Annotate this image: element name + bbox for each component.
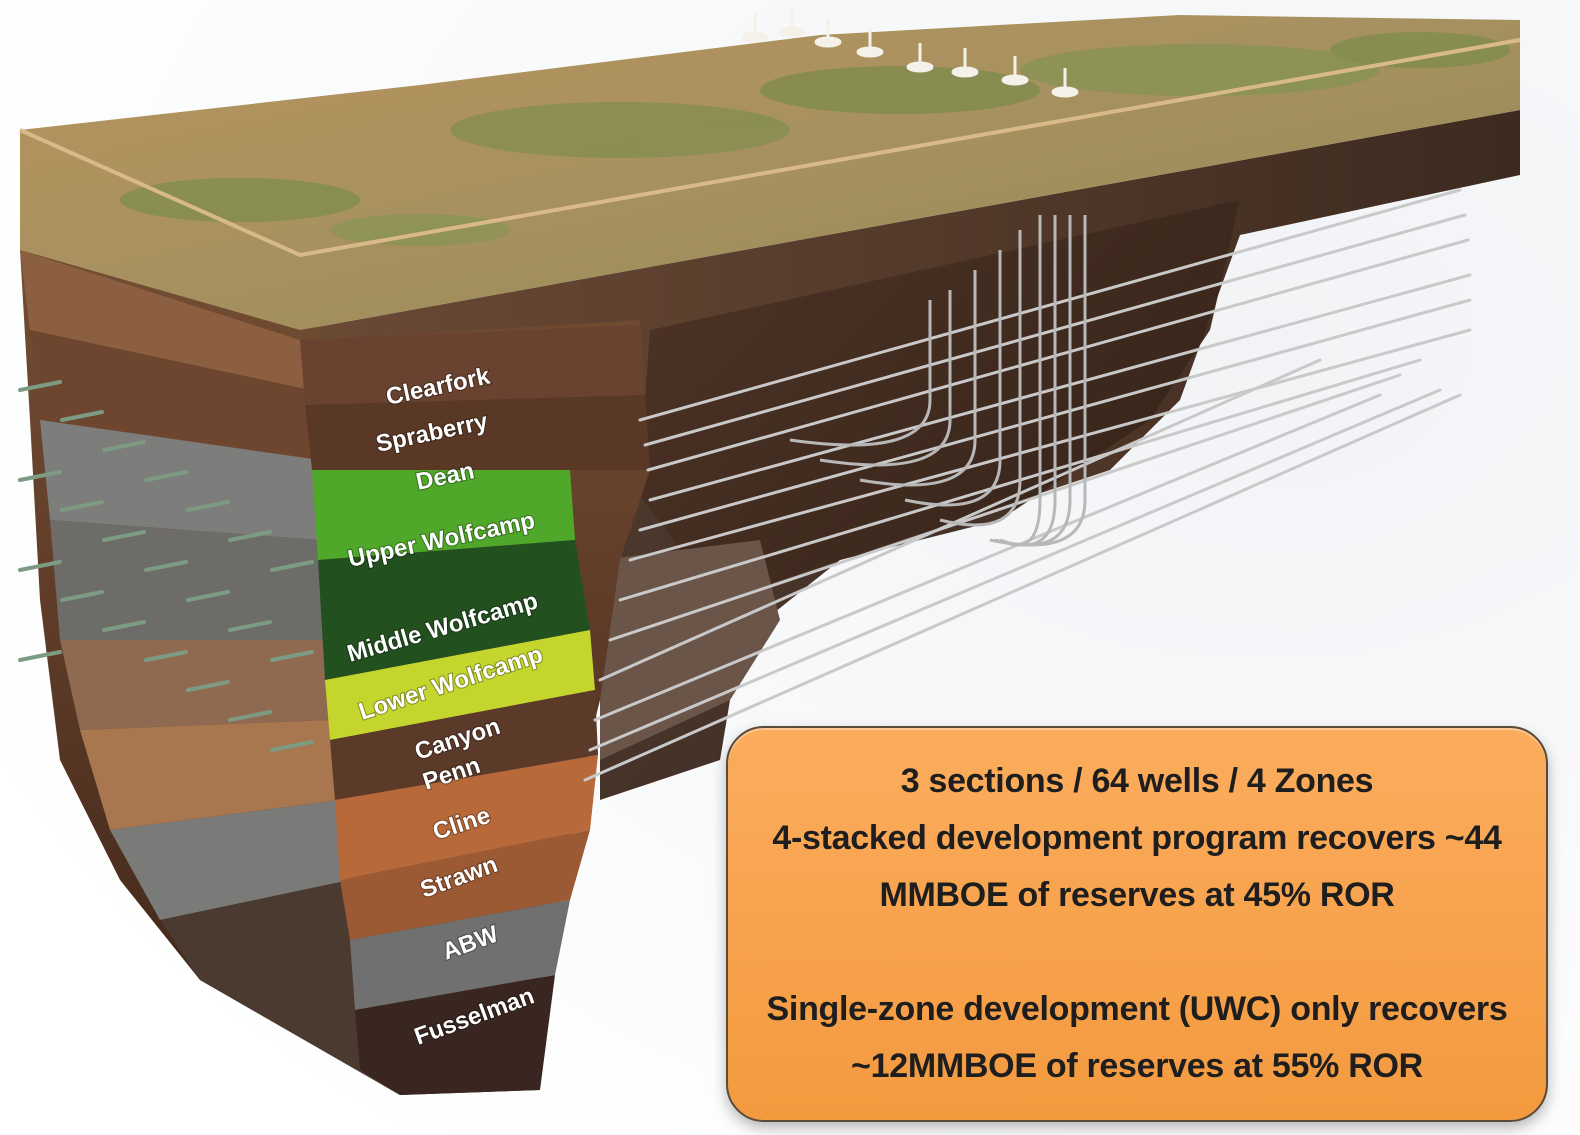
left-face-wellbore (270, 650, 314, 662)
vertical-wellbore (859, 270, 977, 487)
left-face-wellbore (18, 650, 62, 662)
left-face-wellbore (144, 560, 188, 572)
left-face-wellbore (186, 590, 230, 602)
left-face-wellbore (60, 590, 104, 602)
well-pad-base (951, 66, 979, 78)
left-face-wellbore (144, 650, 188, 662)
upper-wolfcamp-band (312, 470, 575, 560)
lower-wolfcamp-band (325, 630, 595, 740)
left-face-wellbore (228, 530, 272, 542)
lateral-wellbore (593, 393, 1382, 722)
left-face-wellbore (270, 740, 314, 752)
vegetation (120, 32, 1510, 246)
left-face-wellbore (144, 470, 188, 482)
well-pad-base (1001, 74, 1029, 86)
well-pad-base (1051, 86, 1079, 98)
lateral-wellbore (646, 238, 1470, 472)
well-pad-base (778, 26, 806, 38)
left-face-wellbore (186, 680, 230, 692)
lateral-wellbore (628, 328, 1472, 562)
left-face-wellbore (60, 410, 104, 422)
lateral-wellbore (583, 393, 1462, 782)
lateral-wellbore (648, 273, 1472, 502)
vertical-wellbore (789, 300, 932, 447)
callout-line-4: Single-zone development (UWC) only recov… (766, 990, 1508, 1028)
well-pad-base (906, 61, 934, 73)
strata-front (300, 325, 650, 1095)
lateral-wellbore (588, 388, 1442, 752)
lateral-wellbore (638, 188, 1462, 422)
left-face-wellbore (18, 560, 62, 572)
vertical-wellbore (989, 215, 1087, 547)
left-face-wellbore (270, 560, 314, 572)
lateral-wellbore (598, 358, 1322, 682)
callout-line-3: MMBOE of reserves at 45% ROR (879, 876, 1395, 914)
left-face-wellbore (228, 620, 272, 632)
left-face-wellbore (186, 500, 230, 512)
vertical-wellbore (904, 250, 1002, 507)
well-pad-base (856, 46, 884, 58)
lateral-wellbore (608, 373, 1402, 642)
left-face-wellbores (18, 380, 314, 752)
left-face-wellbore (102, 440, 146, 452)
well-pad-base (741, 31, 769, 43)
vertical-wellbore (939, 230, 1022, 527)
left-face-wellbore (102, 620, 146, 632)
callout-line-5: ~12MMBOE of reserves at 55% ROR (851, 1047, 1423, 1085)
strata-left (20, 250, 400, 1095)
well-pads (741, 8, 1079, 98)
middle-wolfcamp-band (318, 540, 590, 680)
vertical-wellbore (819, 290, 952, 467)
summary-callout: 3 sections / 64 wells / 4 Zones 4-stacke… (726, 726, 1548, 1122)
callout-line-2: 4-stacked development program recovers ~… (772, 819, 1502, 857)
left-face-wellbore (18, 470, 62, 482)
left-face-wellbore (228, 710, 272, 722)
callout-line-1: 3 sections / 64 wells / 4 Zones (900, 762, 1374, 800)
left-face-wellbore (102, 530, 146, 542)
left-face-wellbore (18, 380, 62, 392)
cutaway-rock-lower (600, 540, 780, 760)
vertical-wellbores (789, 215, 1087, 547)
well-pad-base (814, 36, 842, 48)
left-face-wellbore (60, 500, 104, 512)
ground-edge (19, 38, 1521, 258)
